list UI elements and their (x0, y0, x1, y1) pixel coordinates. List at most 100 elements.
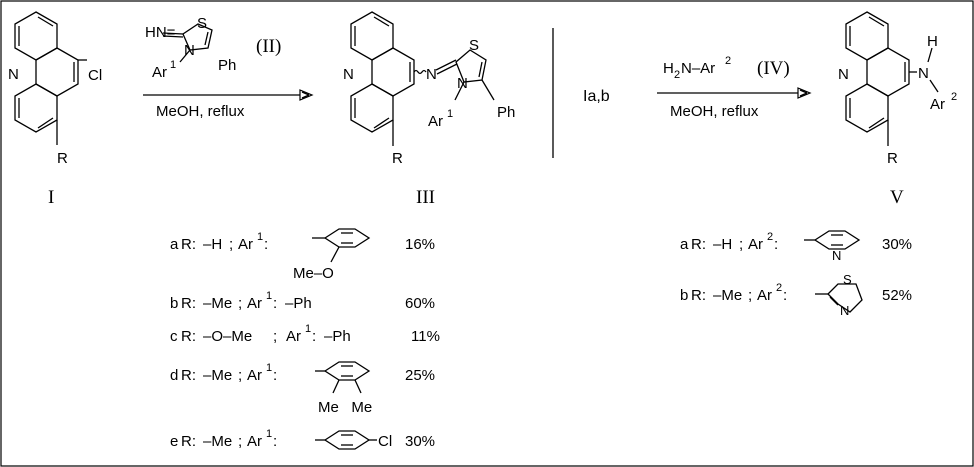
row-d-colon: : (273, 367, 277, 384)
right-row-b-r: –Me (713, 287, 742, 304)
row-a-r: –H (203, 236, 222, 253)
reagent-iv-sup: 2 (725, 55, 731, 67)
product-iii-n-imine: N (426, 66, 437, 83)
row-c-ar: Ar (286, 328, 301, 345)
product-v-ar-sup: 2 (951, 91, 957, 103)
reagent-iv-h: H (663, 60, 674, 77)
product-iii-ar-sup: 1 (447, 108, 453, 120)
product-iii-ph: Ph (497, 104, 515, 121)
row-c-r: –O–Me (203, 328, 252, 345)
product-iii-s-atom: S (469, 37, 479, 54)
row-c-r-prefix: R: (181, 328, 196, 345)
reagent-iv-n-ar: N–Ar (681, 60, 715, 77)
conditions-2: MeOH, reflux (670, 103, 759, 120)
reagent-ii-structure (162, 23, 213, 63)
row-d-ar1-structure (315, 361, 371, 394)
row-e-ar1-cl: Cl (378, 433, 392, 450)
compound-i-structure (14, 11, 87, 145)
product-iii-r-group: R (392, 150, 403, 167)
row-a-ar: Ar (238, 236, 253, 253)
product-iii-n-thiazole: N (457, 75, 468, 92)
right-row-a-sep: ; (739, 236, 743, 253)
row-e-sep: ; (238, 433, 242, 450)
row-c-key: c (170, 328, 178, 345)
right-row-a-r: –H (713, 236, 732, 253)
product-v-n-ring: N (838, 66, 849, 83)
right-row-a-ar2-structure (804, 230, 861, 250)
compound-i-cl-atom: Cl (88, 67, 102, 84)
row-c-colon: : (312, 328, 316, 345)
right-row-a-colon: : (774, 236, 778, 253)
table-left-row-d: d R: –Me ; Ar 1 : Me Me 25% (170, 361, 435, 416)
row-b-colon: : (273, 295, 277, 312)
product-iii-label: III (416, 187, 435, 208)
reaction-arrow-1 (143, 89, 314, 101)
table-right-row-b: b R: –Me ; Ar 2 : S N 52% (680, 272, 912, 318)
row-b-key: b (170, 295, 178, 312)
compound-i-r-group: R (57, 150, 68, 167)
right-row-b-ar2-s: S (843, 272, 852, 287)
right-row-b-ar2-n: N (840, 303, 849, 318)
compound-i-n-atom: N (8, 66, 19, 83)
row-e-colon: : (273, 433, 277, 450)
product-v-structure (845, 11, 939, 146)
row-c-sep: ; (273, 328, 277, 345)
product-v-r-group: R (887, 150, 898, 167)
reagent-ii-hn: HN= (145, 24, 176, 41)
right-start-label: Ia,b (583, 88, 610, 105)
row-e-key: e (170, 433, 178, 450)
right-row-b-ar: Ar (757, 287, 772, 304)
reagent-ii-ar-sup: 1 (170, 59, 176, 71)
row-e-ar: Ar (247, 433, 262, 450)
row-b-ar: Ar (247, 295, 262, 312)
row-b-ar-sup: 1 (266, 290, 272, 302)
reagent-ii-n-atom: N (184, 42, 195, 59)
row-e-yield: 30% (405, 433, 435, 450)
table-left-row-a: a R: –H ; Ar 1 : Me–O 16% (170, 228, 435, 282)
row-d-ar: Ar (247, 367, 262, 384)
right-row-a-ar-sup: 2 (767, 231, 773, 243)
row-a-ar-sup: 1 (257, 231, 263, 243)
table-left-row-c: c R: –O–Me ; Ar 1 : –Ph 11% (170, 323, 440, 345)
right-row-a-ar: Ar (748, 236, 763, 253)
row-b-yield: 60% (405, 295, 435, 312)
row-e-r: –Me (203, 433, 232, 450)
table-left-row-e: e R: –Me ; Ar 1 : Cl 30% (170, 428, 435, 450)
product-v-h: H (927, 33, 938, 50)
table-left-row-b: b R: –Me ; Ar 1 : –Ph 60% (170, 290, 435, 312)
right-row-b-yield: 52% (882, 287, 912, 304)
right-row-b-sep: ; (748, 287, 752, 304)
product-iii-ar: Ar (428, 113, 443, 130)
row-d-r: –Me (203, 367, 232, 384)
row-c-ar-sup: 1 (305, 323, 311, 335)
row-a-r-prefix: R: (181, 236, 196, 253)
right-row-a-yield: 30% (882, 236, 912, 253)
row-a-colon: : (264, 236, 268, 253)
row-d-ar1-sub: Me Me (318, 399, 372, 416)
right-row-a-key: a (680, 236, 689, 253)
table-right-row-a: a R: –H ; Ar 2 : N 30% (680, 230, 912, 263)
right-row-b-key: b (680, 287, 688, 304)
reagent-ii-ar: Ar (152, 64, 167, 81)
product-v-n-amine: N (918, 65, 929, 82)
right-row-b-r-prefix: R: (691, 287, 706, 304)
product-v-ar: Ar (930, 96, 945, 113)
row-d-key: d (170, 367, 178, 384)
row-e-ar-sup: 1 (266, 428, 272, 440)
conditions-1: MeOH, reflux (156, 103, 245, 120)
row-d-sep: ; (238, 367, 242, 384)
row-b-r: –Me (203, 295, 232, 312)
row-a-sep: ; (229, 236, 233, 253)
row-e-r-prefix: R: (181, 433, 196, 450)
reagent-ii-ph: Ph (218, 57, 236, 74)
row-e-ar1-structure (315, 430, 377, 450)
row-a-yield: 16% (405, 236, 435, 253)
row-b-r-prefix: R: (181, 295, 196, 312)
compound-i-label: I (48, 187, 54, 208)
reagent-ii-tag: (II) (256, 36, 281, 57)
row-d-yield: 25% (405, 367, 435, 384)
reagent-ii-s-atom: S (197, 15, 207, 32)
reagent-iv-sub: 2 (674, 69, 680, 81)
